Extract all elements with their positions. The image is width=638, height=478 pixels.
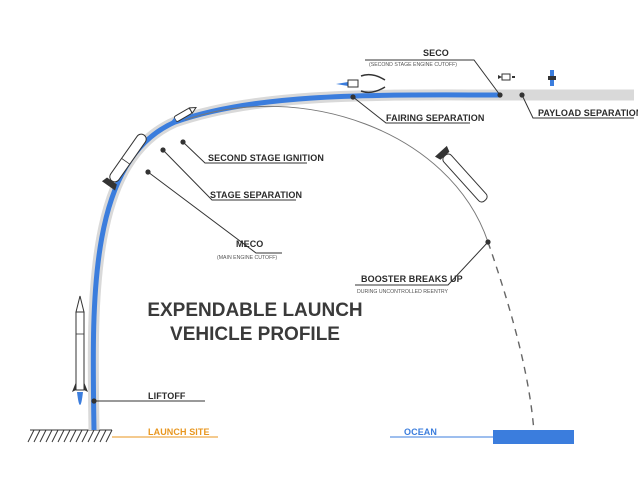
leader-seco — [365, 59, 501, 96]
leader-fairing-separation — [352, 96, 470, 124]
label-liftoff: LIFTOFF — [148, 391, 186, 401]
label-ocean: OCEAN — [404, 427, 438, 437]
leader-payload-separation — [521, 94, 634, 119]
payload-separation-icon — [498, 70, 556, 86]
booster-falling-icon — [434, 145, 488, 203]
ground-hatching — [27, 429, 113, 443]
leader-meco — [147, 171, 282, 254]
label-meco-sub: (MAIN ENGINE CUTOFF) — [217, 255, 278, 261]
diagram-title-line1: EXPENDABLE LAUNCH — [147, 300, 363, 321]
booster-fall-path — [184, 105, 489, 243]
label-stage-separation: STAGE SEPARATION — [210, 190, 303, 200]
label-second-stage-ignition: SECOND STAGE IGNITION — [208, 153, 324, 163]
rocket-ascent-icon — [101, 133, 147, 191]
label-launch-site: LAUNCH SITE — [148, 427, 210, 437]
fairing-separation-icon — [336, 73, 386, 94]
event-dots — [91, 92, 525, 404]
booster-breakup-path — [487, 241, 535, 433]
trajectory-path — [90, 92, 501, 431]
diagram-title-line2: VEHICLE PROFILE — [170, 324, 340, 345]
label-booster-breaks-up: BOOSTER BREAKS UP — [361, 274, 463, 284]
leader-lines — [94, 59, 634, 438]
ocean-block — [493, 430, 574, 444]
rocket-on-pad-icon — [72, 295, 88, 405]
label-fairing-separation: FAIRING SEPARATION — [386, 113, 485, 123]
label-seco: SECO — [423, 48, 449, 58]
label-meco: MECO — [236, 239, 264, 249]
label-payload-separation: PAYLOAD SEPARATION — [538, 108, 638, 118]
leader-booster-breaks-up — [355, 241, 489, 286]
label-booster-sub: DURING UNCONTROLLED REENTRY — [357, 289, 448, 295]
label-seco-sub: (SECOND STAGE ENGINE CUTOFF) — [369, 62, 457, 68]
trajectory-halo — [87, 89, 634, 431]
second-stage-icon — [170, 106, 197, 122]
leader-second-stage-ignition — [182, 141, 307, 164]
leader-stage-separation — [162, 149, 296, 201]
